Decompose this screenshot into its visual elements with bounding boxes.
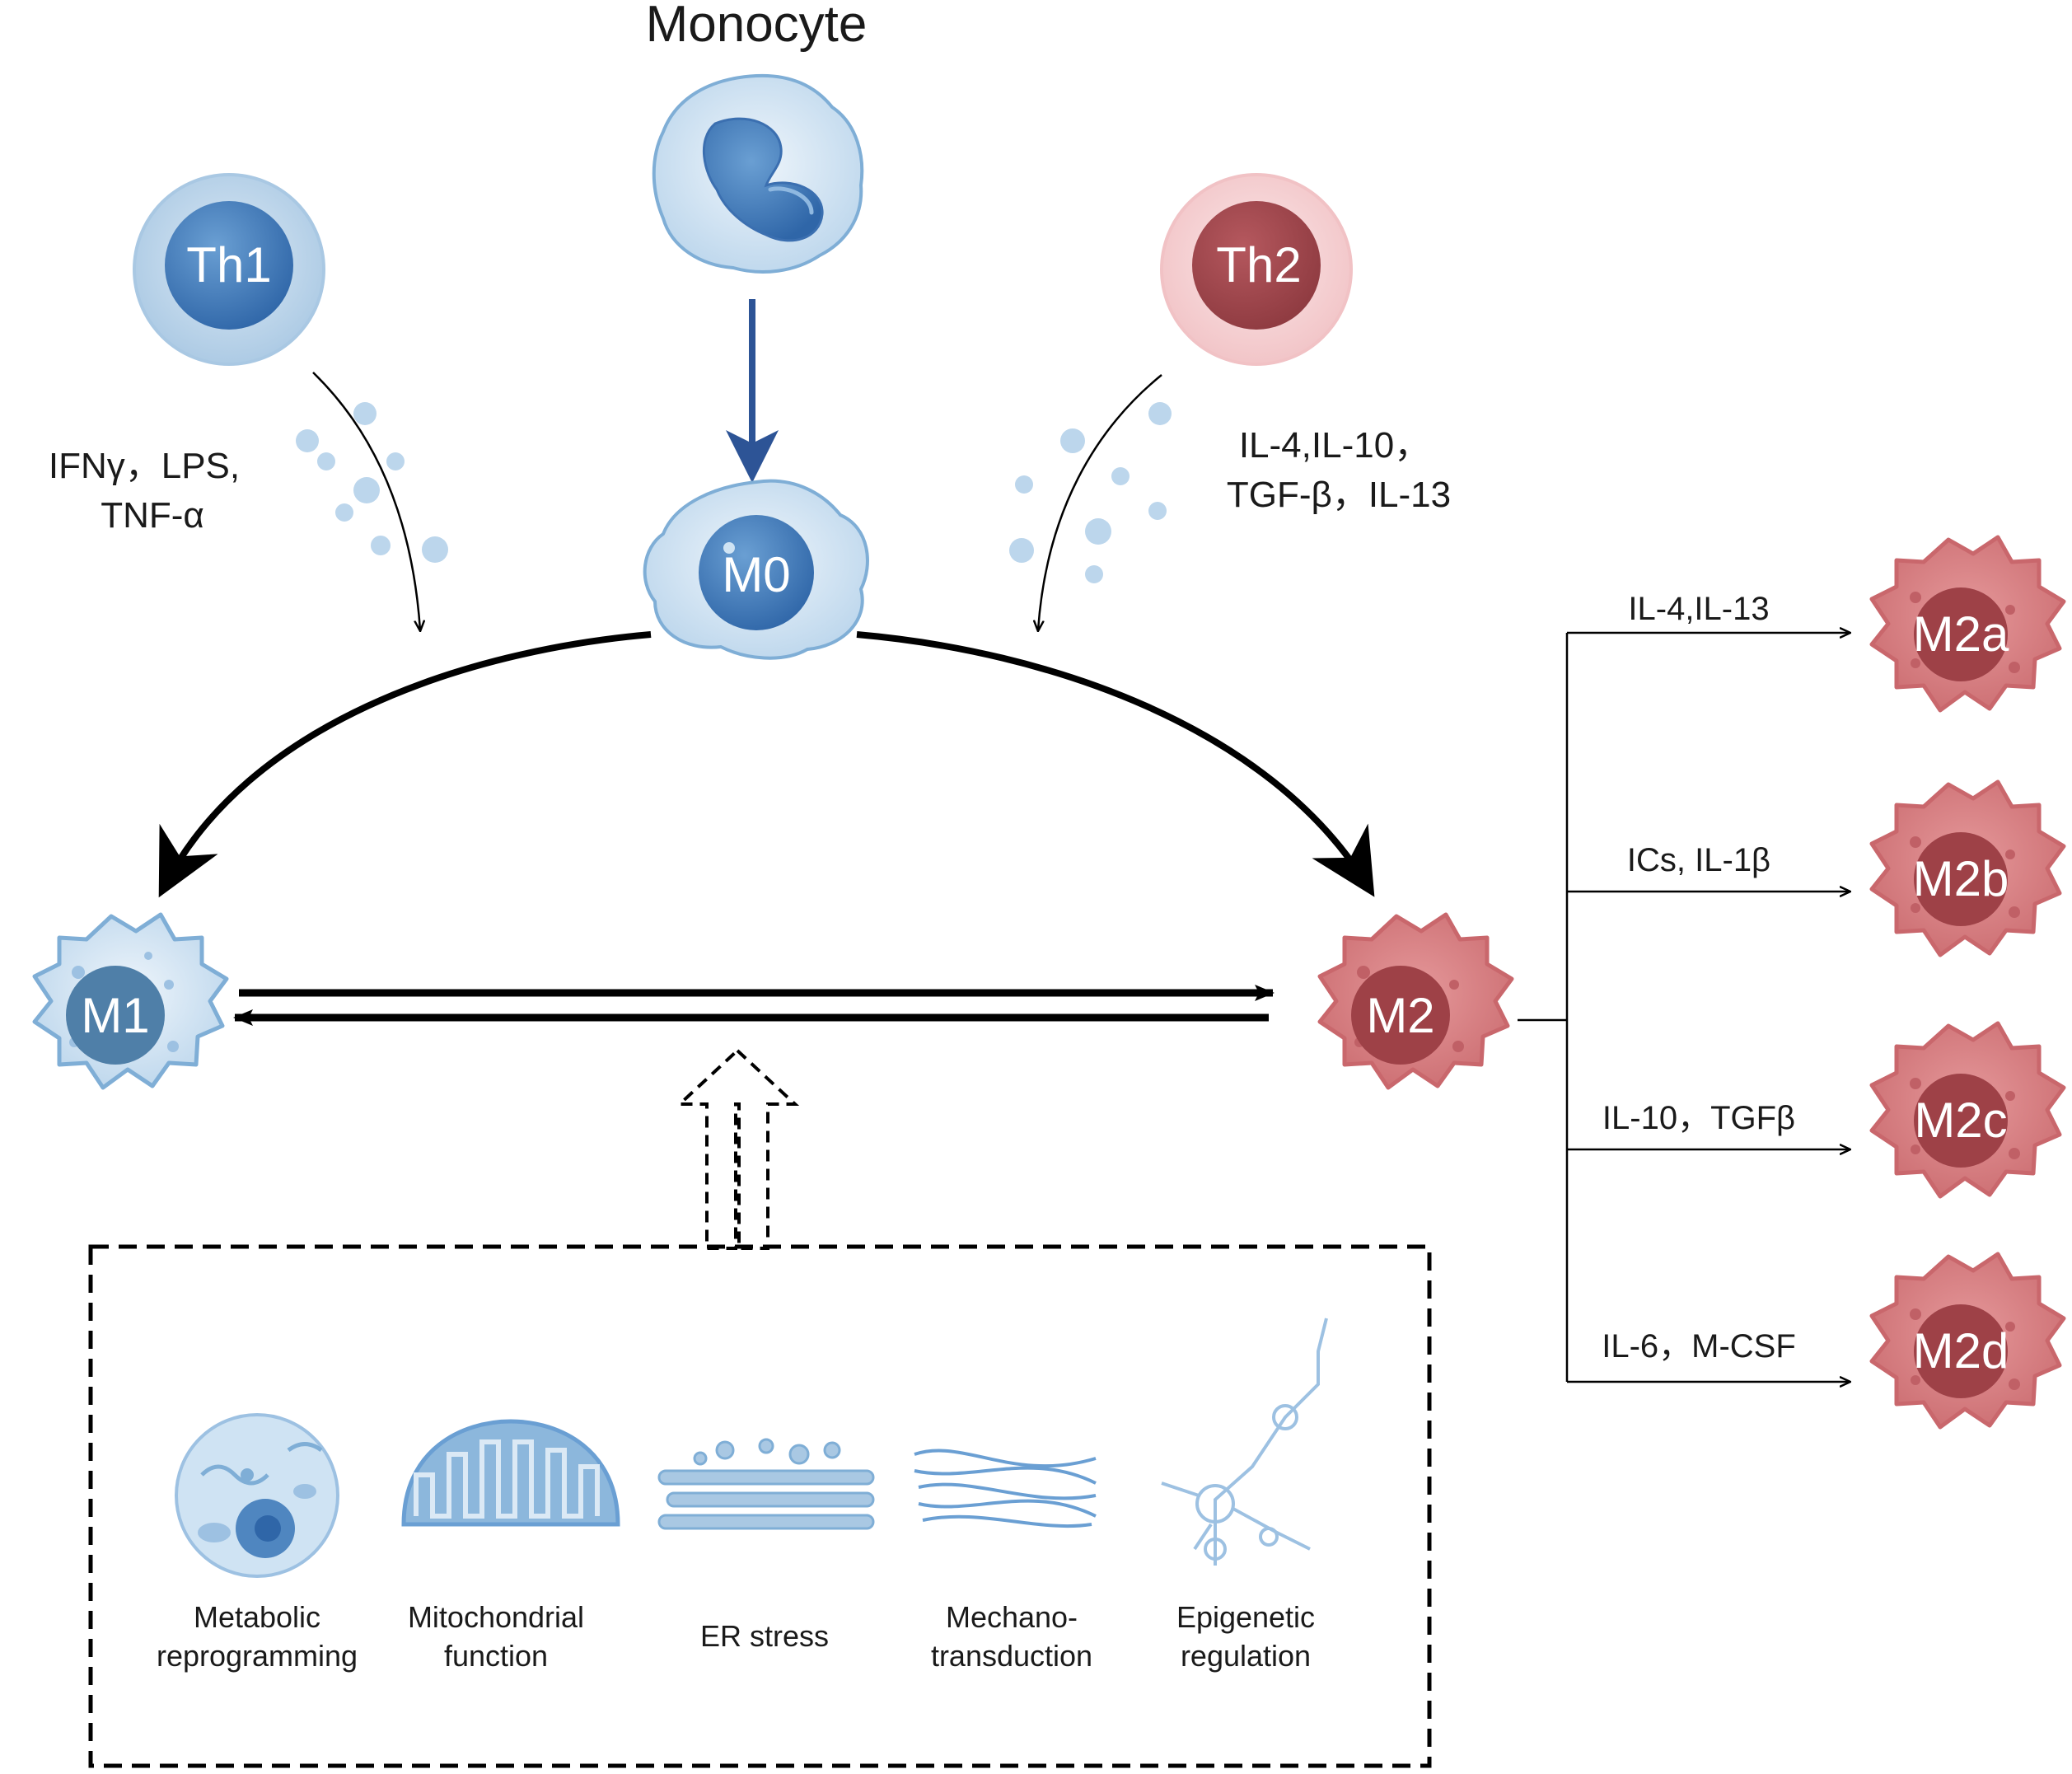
- monocyte-title: Monocyte: [646, 0, 868, 53]
- er-icon: [657, 1438, 875, 1530]
- m0-to-m2-arrow: [856, 631, 1375, 897]
- cell-icon: [175, 1413, 339, 1578]
- m2d-cell: M2d: [1869, 1252, 2066, 1430]
- th1-stimuli-line1: IFNγ，LPS,: [49, 446, 240, 486]
- m2-subtype-tree: [1518, 633, 1850, 1382]
- m1-label: M1: [81, 988, 149, 1043]
- th2-stimuli-line2: TGF-β，IL-13: [1227, 475, 1451, 515]
- m0-to-m1-arrow: [158, 631, 652, 898]
- mechanism-label-mito-line1: Mitochondrial: [408, 1600, 584, 1634]
- th1-label: Th1: [186, 237, 271, 293]
- th2-cell: Th2: [1160, 173, 1353, 366]
- mechanism-label-epigenetic-line2: regulation: [1181, 1639, 1311, 1673]
- m2a-cell: M2a: [1869, 535, 2066, 713]
- mechanism-label-epigenetic-line1: Epigenetic: [1176, 1600, 1315, 1634]
- rna-structure-icon: [1161, 1318, 1328, 1566]
- th1-stimuli-line2: TNF-α: [101, 495, 204, 536]
- m2b-label: M2b: [1913, 851, 2009, 906]
- mechanism-up-arrow: [675, 1048, 800, 1250]
- m2c-cell: M2c: [1869, 1021, 2066, 1199]
- mechanism-box: [88, 1244, 1432, 1768]
- monocyte-cell: [652, 73, 864, 274]
- m2c-stimuli: IL-10，TGFβ: [1602, 1100, 1795, 1136]
- m2c-label: M2c: [1914, 1093, 2007, 1148]
- m0-label: M0: [722, 547, 790, 602]
- mechanism-label-mechano-line2: transduction: [931, 1639, 1092, 1673]
- th2-cytokine-arrow: [1038, 374, 1162, 630]
- m2-cell: M2: [1317, 912, 1514, 1090]
- m1-cell: M1: [32, 912, 229, 1090]
- m2d-label: M2d: [1913, 1323, 2009, 1378]
- mechanism-label-metabolic-line2: reprogramming: [157, 1639, 358, 1673]
- mechanism-label-mechano-line1: Mechano-: [946, 1600, 1078, 1634]
- th2-stimuli-line1: IL-4,IL-10，: [1239, 425, 1430, 466]
- m2b-stimuli: ICs, IL-1β: [1627, 842, 1770, 878]
- mitochondrion-icon: [401, 1419, 620, 1527]
- th1-cell: Th1: [133, 173, 325, 366]
- mechanism-label-mito-line2: function: [444, 1639, 548, 1673]
- m2a-stimuli: IL-4,IL-13: [1628, 591, 1769, 627]
- th1-cytokine-dots: [296, 402, 448, 563]
- th1-cytokine-arrow: [312, 372, 420, 630]
- fibers-icon: [914, 1449, 1097, 1528]
- m2a-label: M2a: [1913, 606, 2009, 662]
- mechanism-label-metabolic-line1: Metabolic: [194, 1600, 320, 1634]
- th2-label: Th2: [1216, 237, 1301, 293]
- mechanism-label-er-line1: ER stress: [700, 1619, 829, 1653]
- m2-label: M2: [1366, 988, 1434, 1043]
- m2d-stimuli: IL-6，M-CSF: [1602, 1328, 1796, 1364]
- th2-cytokine-dots: [1009, 402, 1172, 583]
- m2b-cell: M2b: [1869, 779, 2066, 957]
- m0-cell: M0: [643, 479, 869, 660]
